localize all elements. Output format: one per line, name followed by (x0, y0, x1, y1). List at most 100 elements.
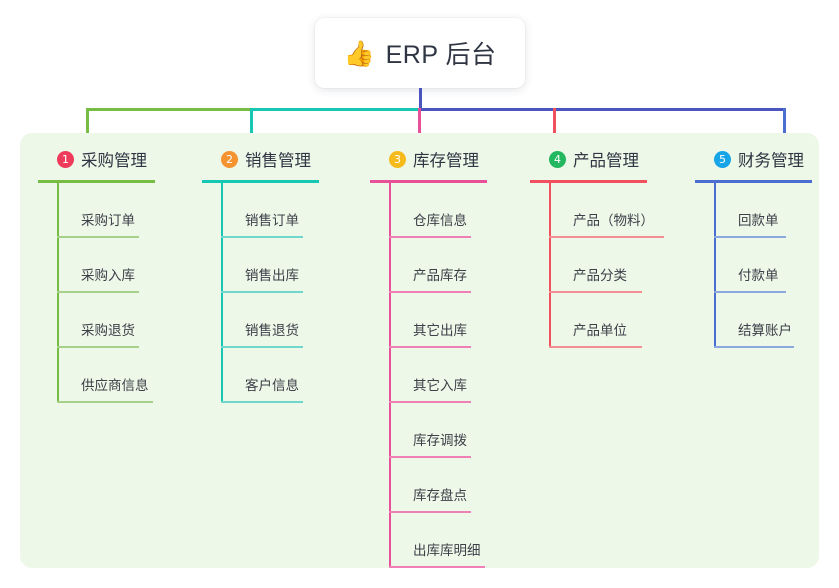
leaf-item[interactable]: 回款单 (714, 183, 812, 238)
branch-drop-4 (553, 108, 556, 145)
leaf-item-label: 销售退货 (245, 323, 299, 338)
leaf-item[interactable]: 销售退货 (221, 293, 319, 348)
branch-header-rule (530, 180, 647, 183)
branch-title: 销售管理 (245, 152, 311, 170)
leaf-item-rule (549, 236, 664, 238)
leaf-item[interactable]: 采购入库 (57, 238, 155, 293)
leaf-item[interactable]: 供应商信息 (57, 348, 155, 403)
branch-header-rule (370, 180, 487, 183)
bar-segment-teal (250, 108, 420, 111)
branch-header-rule (695, 180, 812, 183)
leaf-item[interactable]: 其它入库 (389, 348, 487, 403)
branch-drop-3 (418, 108, 421, 145)
leaf-item-label: 其它出库 (413, 323, 467, 338)
leaf-item[interactable]: 库存盘点 (389, 458, 487, 513)
leaf-item-rule (389, 511, 471, 513)
leaf-item-rule (549, 346, 642, 348)
leaf-item-label: 回款单 (738, 213, 779, 228)
leaf-item[interactable]: 产品库存 (389, 238, 487, 293)
leaf-item-label: 采购退货 (81, 323, 135, 338)
leaf-item-rule (389, 291, 471, 293)
leaf-item-label: 产品分类 (573, 268, 627, 283)
leaf-item-rule (57, 236, 139, 238)
leaf-item-rule (221, 291, 303, 293)
branch-leaf-list: 采购订单采购入库采购退货供应商信息 (57, 183, 155, 403)
leaf-item[interactable]: 客户信息 (221, 348, 319, 403)
leaf-item[interactable]: 采购订单 (57, 183, 155, 238)
leaf-item-label: 产品库存 (413, 268, 467, 283)
leaf-item-label: 供应商信息 (81, 378, 149, 393)
branch-number-badge: 4 (549, 150, 566, 168)
leaf-item-rule (57, 291, 139, 293)
bar-segment-green (86, 108, 252, 111)
branch-column-4: 4 产品管理产品（物料） 产品分类产品单位 (530, 145, 664, 348)
leaf-item-label: 仓库信息 (413, 213, 467, 228)
branch-spine (389, 183, 391, 568)
branch-number-badge: 5 (714, 150, 731, 168)
leaf-item-rule (57, 401, 153, 403)
leaf-item-label: 结算账户 (738, 323, 792, 338)
leaf-item-rule (221, 346, 303, 348)
leaf-item-rule (714, 291, 786, 293)
leaf-item-label: 库存调拨 (413, 433, 467, 448)
leaf-item-rule (714, 236, 786, 238)
thumbs-up-icon: 👍 (343, 38, 375, 68)
leaf-item[interactable]: 仓库信息 (389, 183, 487, 238)
bar-segment-blue (418, 108, 785, 111)
leaf-item-label: 出库库明细 (413, 543, 481, 558)
leaf-item-label: 付款单 (738, 268, 779, 283)
branch-spine (57, 183, 59, 403)
leaf-item[interactable]: 其它出库 (389, 293, 487, 348)
leaf-item-rule (221, 236, 303, 238)
branch-drop-1 (86, 108, 89, 145)
leaf-item[interactable]: 库存调拨 (389, 403, 487, 458)
leaf-item[interactable]: 产品（物料） (549, 183, 664, 238)
leaf-item-label: 采购订单 (81, 213, 135, 228)
leaf-item-label: 产品单位 (573, 323, 627, 338)
leaf-item[interactable]: 销售订单 (221, 183, 319, 238)
branch-header-4[interactable]: 4 产品管理 (530, 145, 647, 173)
branch-leaf-list: 销售订单销售出库销售退货客户信息 (221, 183, 319, 403)
leaf-item-label: 其它入库 (413, 378, 467, 393)
branch-column-1: 1 采购管理采购订单采购入库采购退货供应商信息 (38, 145, 155, 403)
leaf-item[interactable]: 出库库明细 (389, 513, 487, 568)
leaf-item[interactable]: 销售出库 (221, 238, 319, 293)
leaf-item[interactable]: 结算账户 (714, 293, 812, 348)
leaf-item-rule (714, 346, 794, 348)
leaf-item[interactable]: 付款单 (714, 238, 812, 293)
leaf-item-label: 销售出库 (245, 268, 299, 283)
branch-spine (549, 183, 551, 348)
branch-number-badge: 1 (57, 150, 74, 168)
leaf-item-rule (389, 456, 471, 458)
leaf-item-label: 产品（物料） (573, 213, 654, 228)
leaf-item[interactable]: 产品单位 (549, 293, 647, 348)
leaf-item-rule (389, 566, 485, 568)
branch-drop-2 (250, 108, 253, 145)
root-node-title: ERP 后台 (385, 41, 497, 69)
leaf-item-rule (389, 401, 471, 403)
branch-column-5: 5 财务管理回款单付款单结算账户 (695, 145, 812, 348)
leaf-item-label: 客户信息 (245, 378, 299, 393)
root-node-card[interactable]: 👍 ERP 后台 (315, 18, 525, 88)
branch-header-rule (202, 180, 319, 183)
leaf-item-rule (221, 401, 303, 403)
branch-title: 采购管理 (81, 152, 147, 170)
leaf-item-rule (549, 291, 642, 293)
leaf-item[interactable]: 采购退货 (57, 293, 155, 348)
branch-header-1[interactable]: 1 采购管理 (38, 145, 155, 173)
leaf-item-rule (57, 346, 139, 348)
branch-header-5[interactable]: 5 财务管理 (695, 145, 812, 173)
branches-panel (20, 133, 819, 568)
branch-title: 财务管理 (738, 152, 804, 170)
leaf-item-rule (389, 236, 471, 238)
leaf-item[interactable]: 产品分类 (549, 238, 647, 293)
leaf-item-label: 销售订单 (245, 213, 299, 228)
branch-leaf-list: 仓库信息产品库存其它出库其它入库库存调拨库存盘点出库库明细 (389, 183, 487, 568)
branch-leaf-list: 回款单付款单结算账户 (714, 183, 812, 348)
branch-leaf-list: 产品（物料） 产品分类产品单位 (549, 183, 664, 348)
leaf-item-label: 采购入库 (81, 268, 135, 283)
branch-title: 产品管理 (573, 152, 639, 170)
